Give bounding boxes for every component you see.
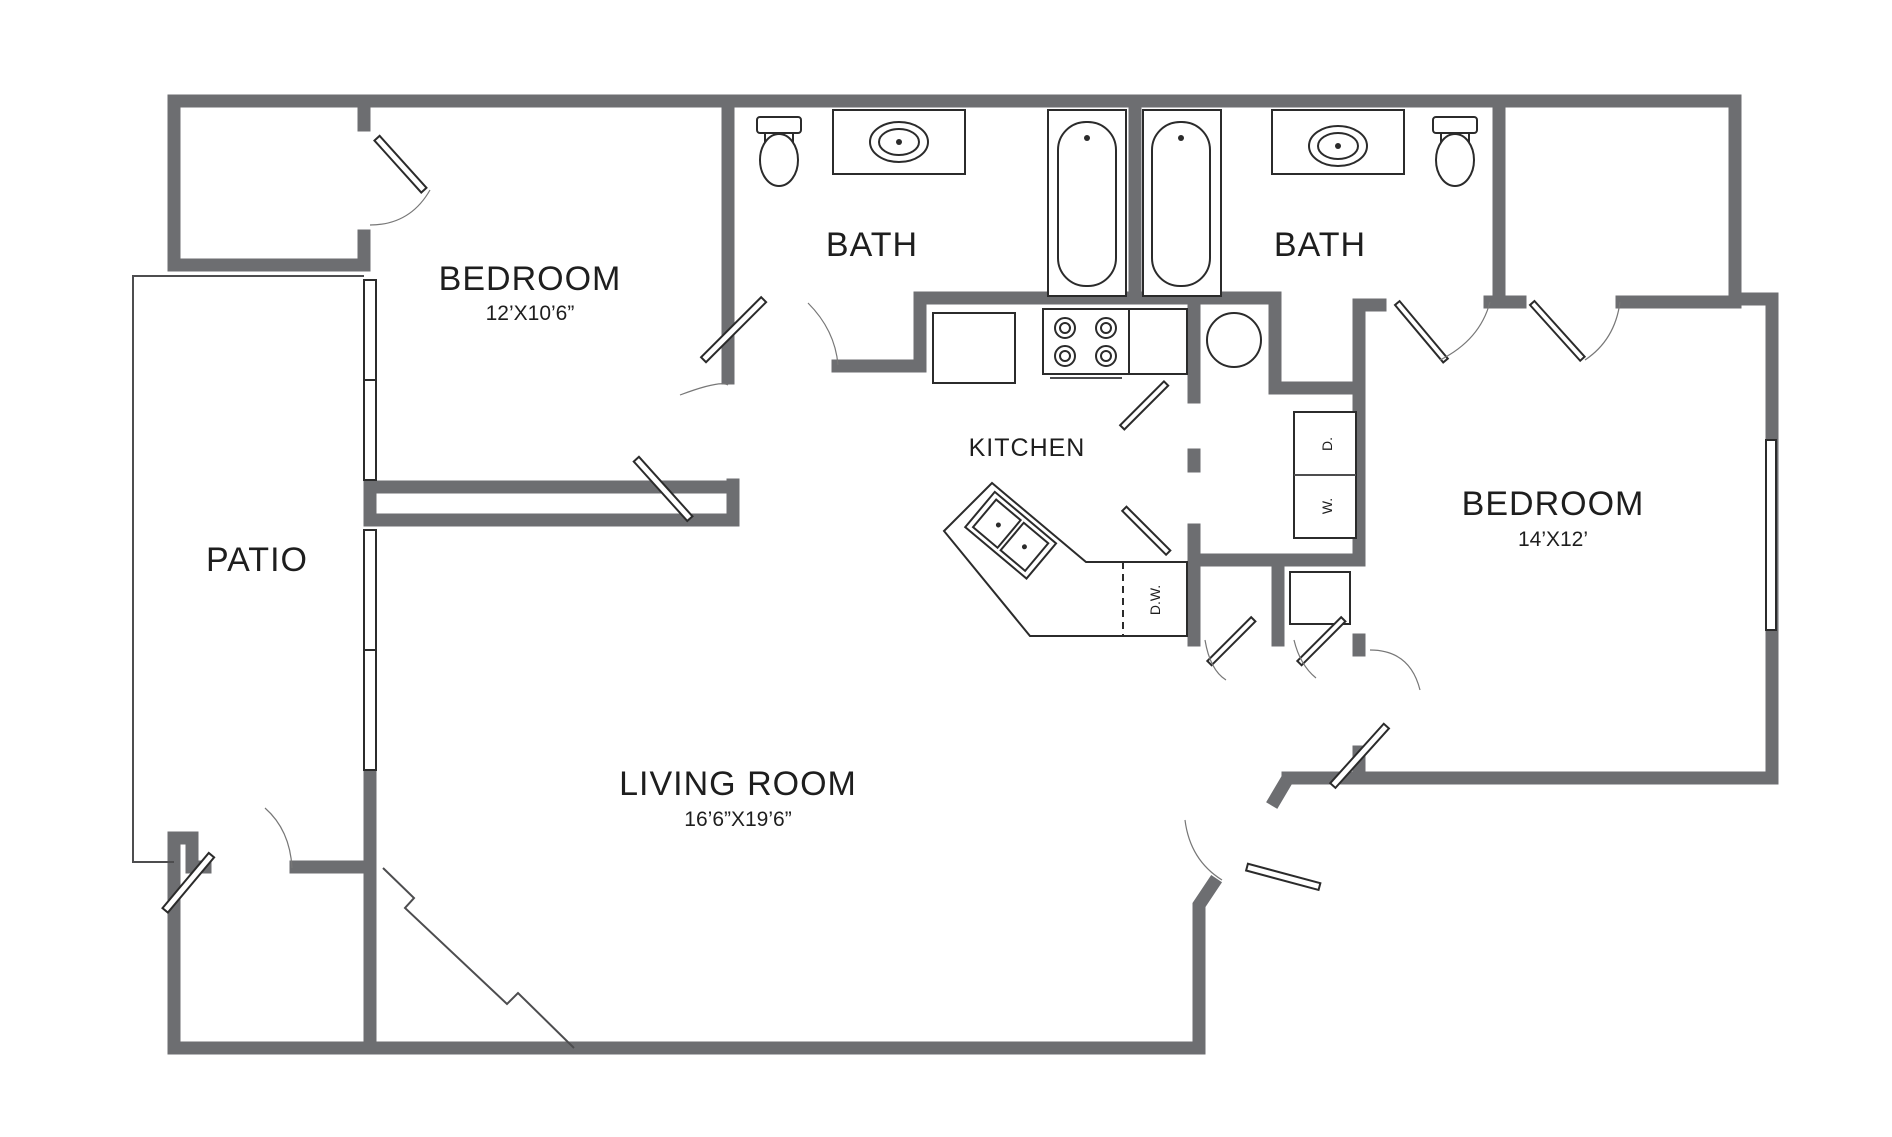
bedroom-left-name: BEDROOM xyxy=(439,260,622,298)
walls xyxy=(167,94,1779,1055)
kitchen-island: D.W. xyxy=(942,481,1188,637)
window-icon xyxy=(363,279,1777,771)
sink-icon xyxy=(832,109,966,175)
dryer-label: D. xyxy=(1319,437,1335,451)
washer-label: W. xyxy=(1319,498,1335,514)
living-room-size: 16’6”X19’6” xyxy=(684,808,791,831)
toilet-icon xyxy=(756,116,802,187)
bath-left-name: BATH xyxy=(826,226,918,264)
bath-right-name: BATH xyxy=(1274,226,1366,264)
bedroom-left-size: 12’X10’6” xyxy=(486,302,575,325)
bedroom-right-size: 14’X12’ xyxy=(1518,528,1588,551)
patio-name: PATIO xyxy=(206,541,308,579)
counter xyxy=(1128,308,1188,375)
closet-shelf xyxy=(1289,571,1351,625)
bathtub-icon xyxy=(1047,109,1127,297)
fireplace-outline xyxy=(382,867,575,1049)
water-heater-icon xyxy=(1206,312,1262,368)
dishwasher-label: D.W. xyxy=(1147,585,1163,615)
living-room-name: LIVING ROOM xyxy=(619,765,857,803)
sink-icon xyxy=(1271,109,1405,175)
washer-dryer: D. W. xyxy=(1293,411,1357,539)
bedroom-right-name: BEDROOM xyxy=(1462,485,1645,523)
patio-outline xyxy=(132,275,364,863)
door-icon xyxy=(161,134,1621,914)
refrigerator-icon xyxy=(932,312,1016,384)
bathtub-icon xyxy=(1142,109,1222,297)
kitchen-name: KITCHEN xyxy=(969,434,1086,462)
stove-icon xyxy=(1042,308,1130,379)
toilet-icon xyxy=(1432,116,1478,187)
